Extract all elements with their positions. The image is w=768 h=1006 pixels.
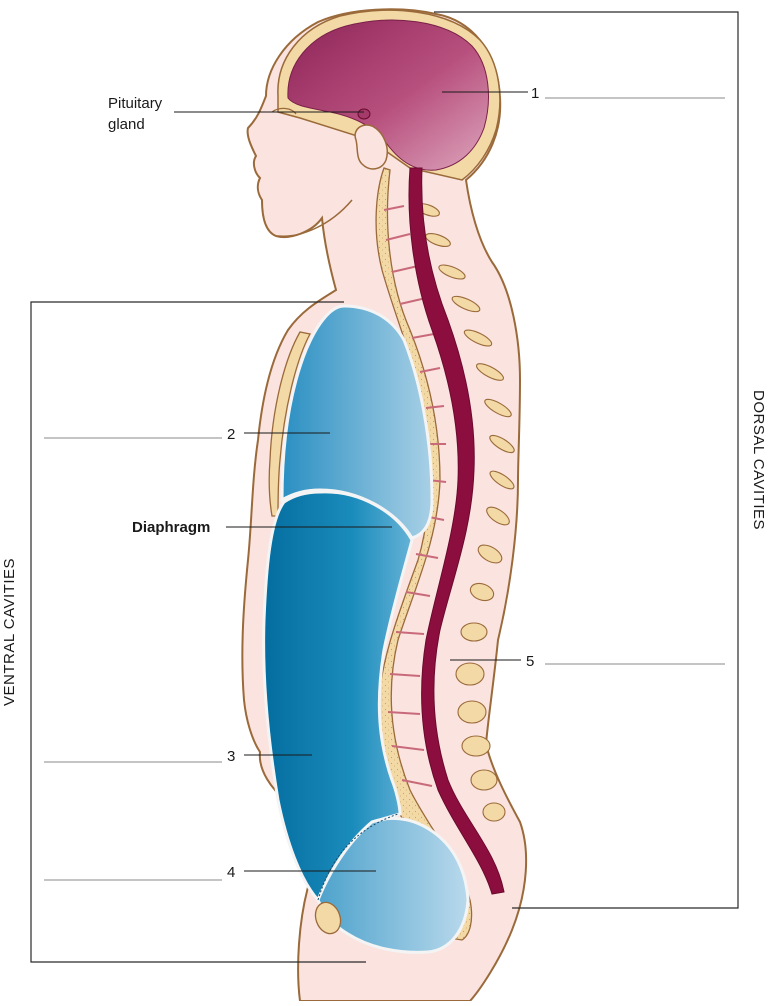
pelvic-cavity (316, 816, 470, 954)
label-diaphragm: Diaphragm (132, 519, 210, 536)
brain (287, 19, 489, 171)
label-2: 2 (227, 426, 235, 443)
jaw-line (277, 199, 353, 237)
pubic-bone (314, 901, 342, 935)
pituitary-gland (357, 108, 371, 120)
intervertebral-discs (383, 205, 447, 787)
label-4: 4 (227, 864, 235, 881)
ventral-bracket (30, 301, 366, 963)
spinal-cord (408, 167, 505, 895)
dorsal-cavities-title: DORSAL CAVITIES (750, 390, 767, 530)
label-pituitary-line1: Pituitary (108, 95, 163, 112)
eye (271, 107, 297, 115)
ear (354, 124, 388, 170)
pelvic-boundary (317, 813, 399, 901)
dorsal-bracket (434, 11, 739, 909)
label-pituitary-line2: gland (108, 116, 145, 133)
label-1: 1 (531, 85, 539, 102)
ventral-cavities-title: VENTRAL CAVITIES (1, 558, 18, 706)
label-3: 3 (227, 748, 235, 765)
label-5: 5 (526, 653, 534, 670)
